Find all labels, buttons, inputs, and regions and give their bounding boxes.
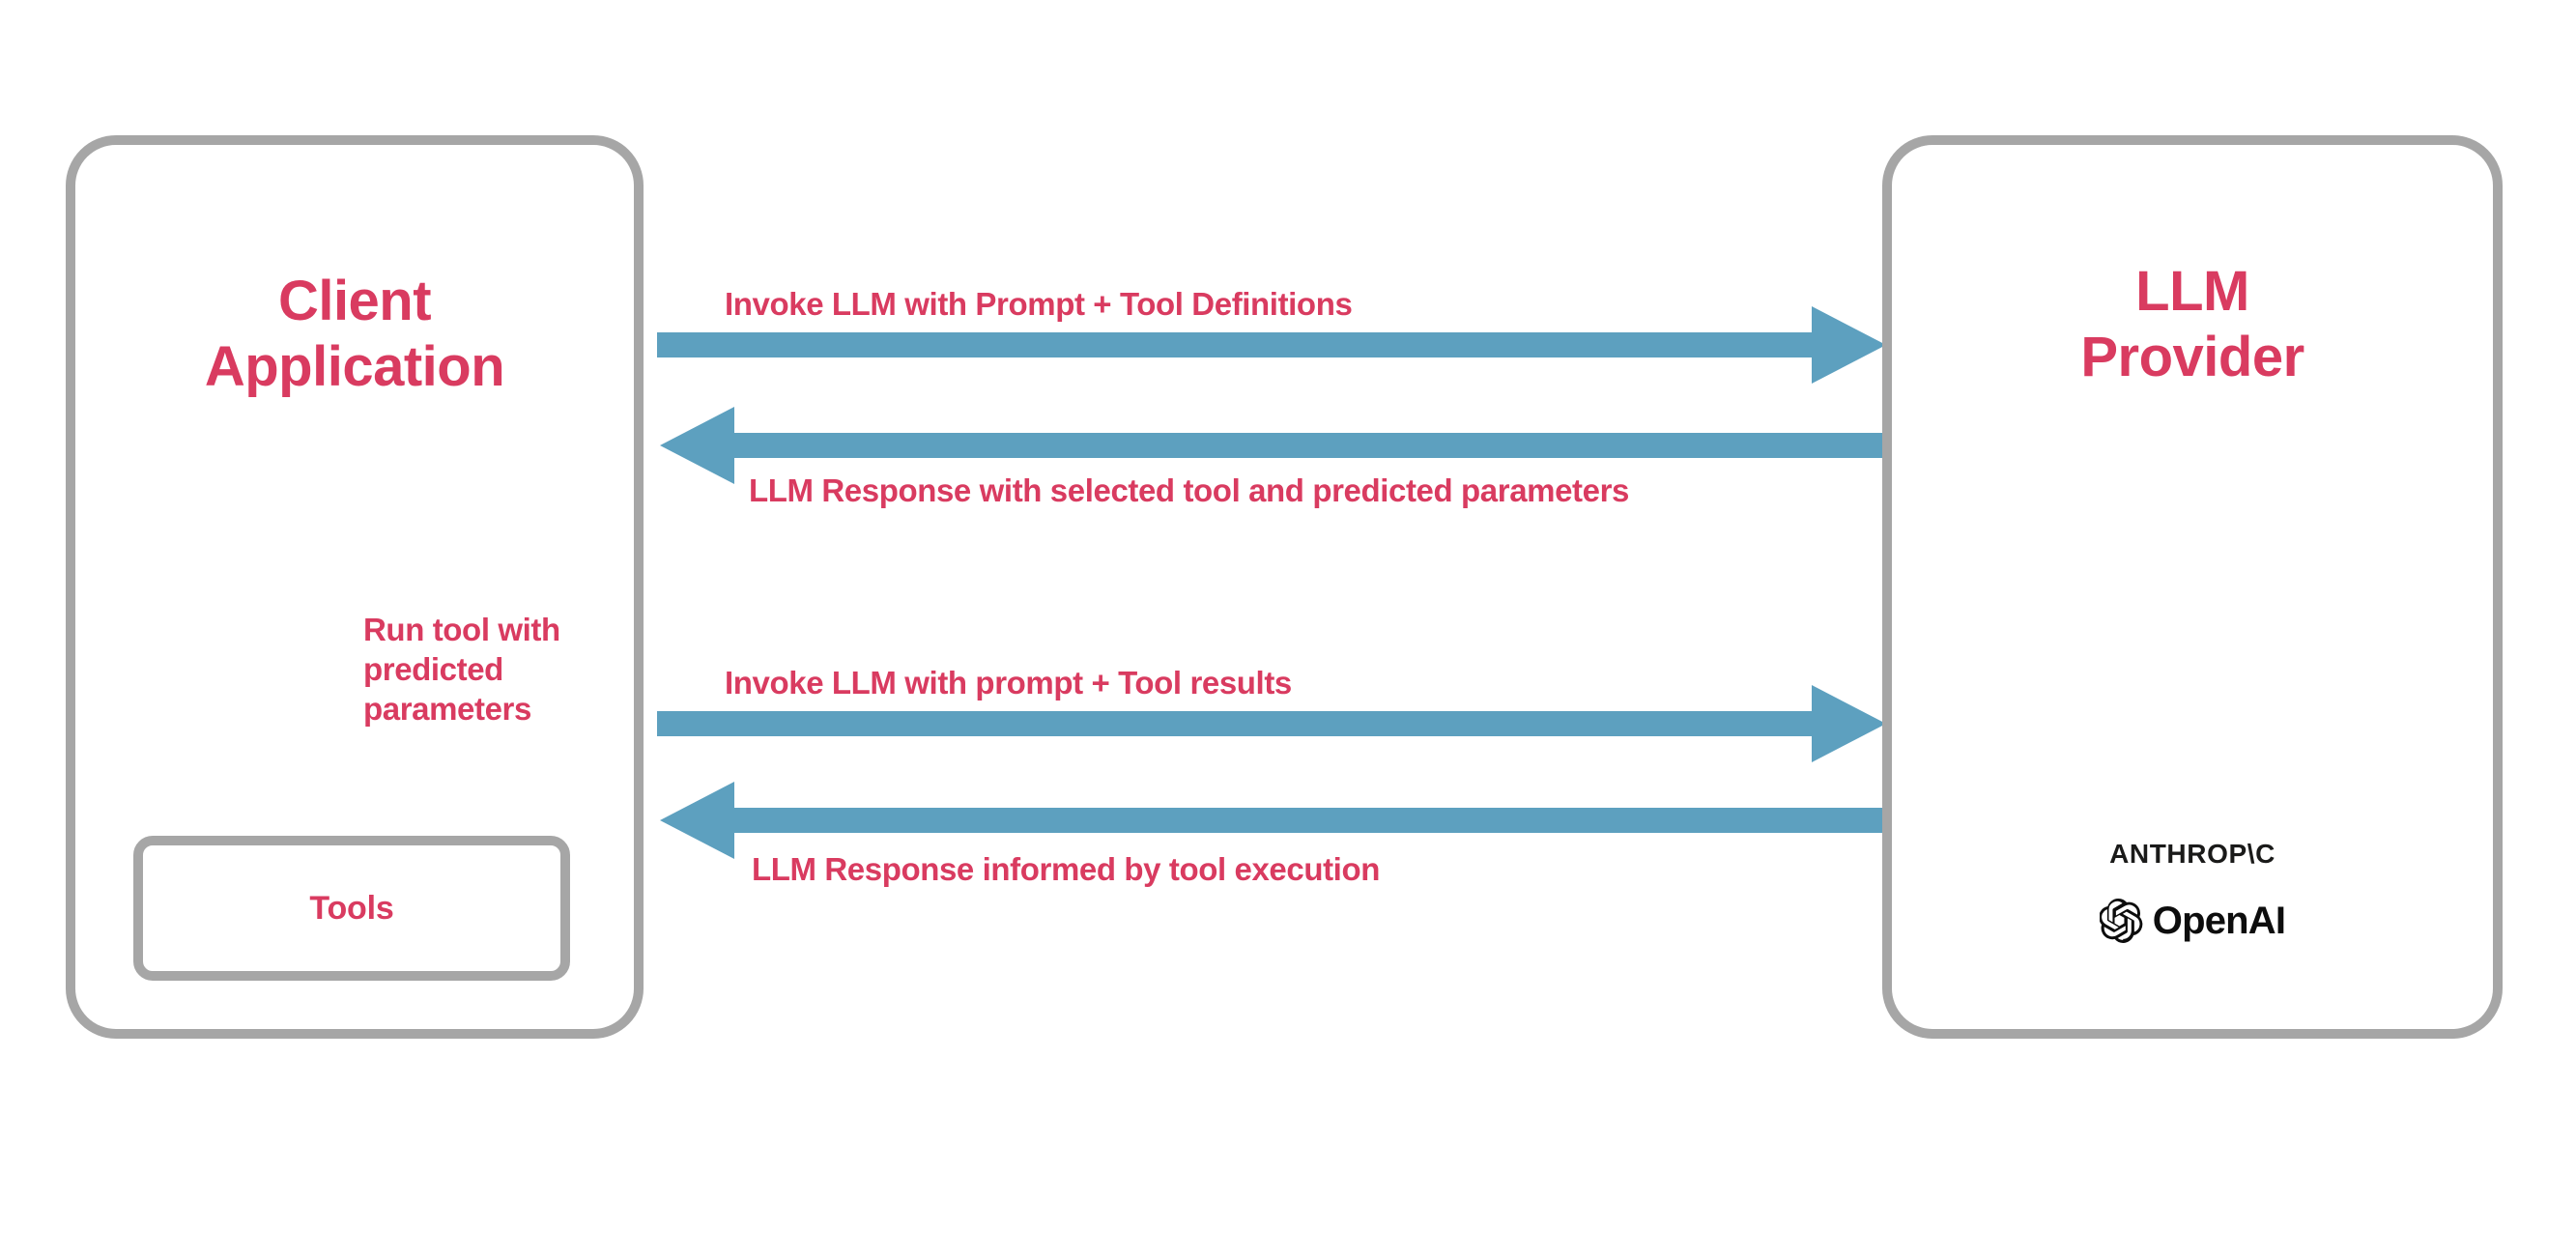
client-title-line-2: Application: [204, 335, 505, 399]
openai-logo-group: OpenAI: [1894, 899, 2491, 943]
llm-provider-box: [1882, 135, 2503, 1039]
tools-label: Tools: [309, 889, 394, 927]
anthropic-logo: ANTHROP\C: [2109, 839, 2275, 869]
openai-wordmark: OpenAI: [2152, 899, 2286, 942]
provider-title-line-1: LLM: [2135, 260, 2249, 323]
provider-title-line-2: Provider: [2080, 326, 2304, 389]
run-tool-label: Run tool with predicted parameters: [363, 612, 560, 727]
flow-label-response-1: LLM Response with selected tool and pred…: [749, 472, 1629, 508]
llm-provider-title: LLM Provider: [1894, 259, 2491, 391]
tools-box: Tools: [133, 836, 570, 981]
flow-label-response-2: LLM Response informed by tool execution: [752, 851, 1380, 887]
client-title-line-1: Client: [277, 270, 432, 332]
arrow-response-2: [660, 782, 1884, 859]
openai-mark-icon: [2099, 899, 2143, 943]
flow-label-invoke-2: Invoke LLM with prompt + Tool results: [725, 665, 1292, 700]
flow-label-invoke-1: Invoke LLM with Prompt + Tool Definition…: [725, 286, 1353, 322]
client-application-title: Client Application: [77, 269, 632, 401]
